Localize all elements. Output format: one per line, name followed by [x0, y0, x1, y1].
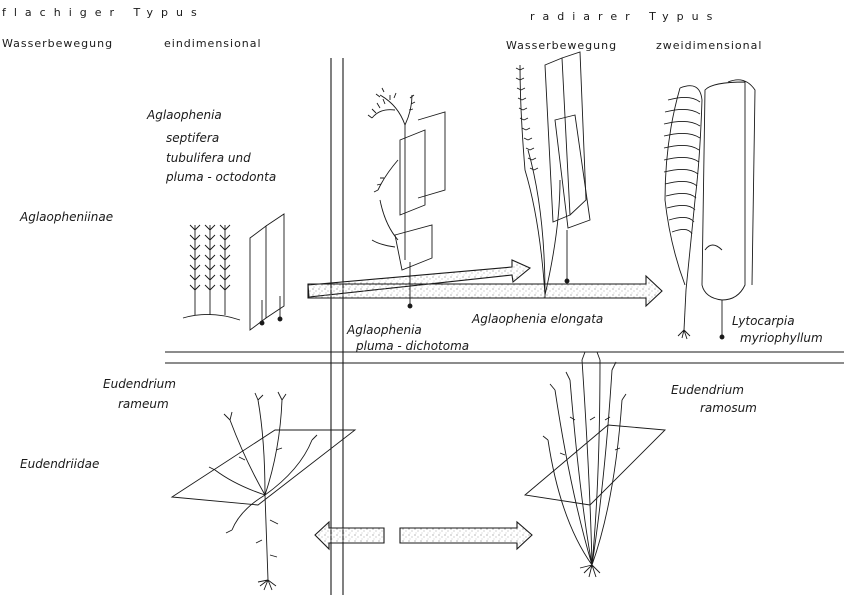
right-type-title: radiarer Typus [530, 10, 720, 23]
species-label-eudendrium-2: Eudendrium [671, 383, 744, 397]
left-subtitle-water: Wasserbewegung [2, 37, 113, 50]
elongata-drawing [516, 52, 590, 298]
left-subtitle-dim: eindimensional [164, 37, 262, 50]
species-label-septifera: septifera [166, 131, 219, 145]
species-label-pluma-dichotoma: pluma - dichotoma [356, 339, 469, 353]
group-label-eudendriidae: Eudendriidae [20, 457, 99, 471]
species-label-eudendrium-1: Eudendrium [103, 377, 176, 391]
species-label-rameum: rameum [118, 397, 169, 411]
right-subtitle-water: Wasserbewegung [506, 39, 617, 52]
lytocarpia-drawing [664, 80, 755, 339]
group-label-aglaopheniinae: Aglaopheniinae [20, 210, 113, 224]
species-label-aglaophenia-2: Aglaophenia [347, 323, 422, 337]
species-label-pluma-octodonta: pluma - octodonta [166, 170, 276, 184]
arrow-double [315, 522, 532, 549]
ramosum-drawing [525, 352, 665, 577]
comb-colony-drawing [183, 214, 284, 330]
species-label-tubulifera: tubulifera und [166, 151, 251, 165]
rameum-drawing [172, 392, 355, 590]
species-label-ramosum: ramosum [700, 401, 757, 415]
species-label-aglaophenia: Aglaophenia [147, 108, 222, 122]
species-label-elongata: Aglaophenia elongata [472, 312, 603, 326]
species-label-lytocarpia: Lytocarpia [732, 314, 795, 328]
left-type-title: flachiger Typus [2, 6, 205, 19]
right-subtitle-dim: zweidimensional [656, 39, 762, 52]
species-label-myriophyllum: myriophyllum [740, 331, 823, 345]
